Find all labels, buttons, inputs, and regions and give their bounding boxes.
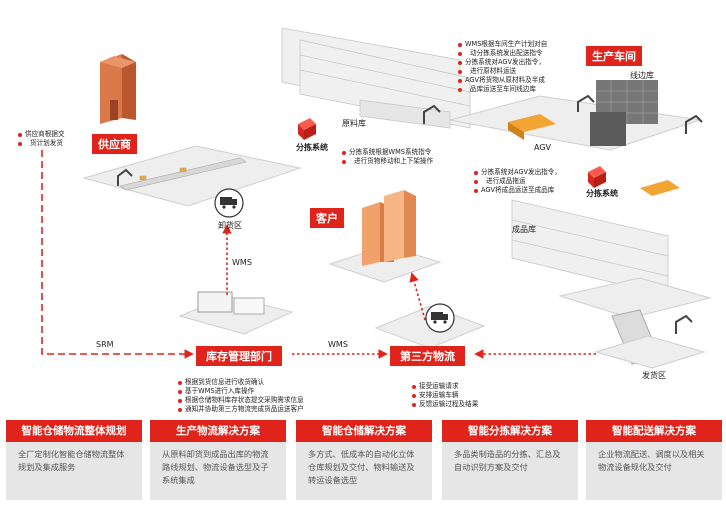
card-body: 多品类制造品的分拣、汇总及自动识别方案及交付 bbox=[454, 449, 561, 472]
note-item: AGV将成品运送至成品库 bbox=[474, 186, 561, 195]
truck-icon bbox=[214, 188, 244, 218]
logistics-tag: 第三方物流 bbox=[390, 346, 465, 366]
agv-finished-notes: 分拣系统对AGV发出指令， 进行成品拖运 AGV将成品运送至成品库 bbox=[474, 168, 561, 195]
supplier-notes: 供应商根据交 货计划发货 bbox=[18, 130, 65, 148]
ship-platform bbox=[558, 277, 712, 319]
note-item: WMS根据车间生产计划对自 bbox=[458, 40, 547, 49]
card-title: 智能配送解决方案 bbox=[586, 420, 722, 442]
wms-label: WMS bbox=[328, 340, 348, 349]
card-body: 全厂定制化智能仓储物流整体规划及集成服务 bbox=[18, 449, 125, 472]
card-title: 智能分拣解决方案 bbox=[442, 420, 578, 442]
note-item: 货计划发货 bbox=[18, 139, 65, 148]
sorting-system-label: 分拣系统 bbox=[586, 189, 618, 198]
note-item: 安排运输车辆 bbox=[412, 391, 478, 400]
sorting-system-label: 分拣系统 bbox=[296, 143, 328, 152]
solution-card: 智能仓储物流整体规划 全厂定制化智能仓储物流整体规划及集成服务 bbox=[6, 420, 142, 500]
srm-label: SRM bbox=[96, 340, 114, 349]
note-item: 供应商根据交 bbox=[18, 130, 65, 139]
supplier-building bbox=[100, 54, 136, 124]
unload-zone-label: 卸货区 bbox=[218, 221, 242, 230]
solution-card: 智能仓储解决方案 多方式、低成本的自动化立体仓库规划及交付、物料输送及转运设备选… bbox=[296, 420, 432, 500]
note-item: AGV将货物从原材料及半成 bbox=[458, 76, 547, 85]
note-item: 分拣系统对AGV发出指令， bbox=[474, 168, 561, 177]
sorting-system-icon bbox=[588, 166, 606, 188]
card-title: 生产物流解决方案 bbox=[150, 420, 286, 442]
note-item: 通知并协助第三方物流完成货品运送客户 bbox=[178, 405, 304, 414]
conveyor-line bbox=[119, 157, 247, 191]
line-warehouse-label: 线边库 bbox=[630, 71, 654, 80]
production-tag: 生产车间 bbox=[586, 46, 642, 66]
note-item: 品库运送至车间线边库 bbox=[458, 85, 547, 94]
robot-arm-icon bbox=[117, 94, 703, 334]
note-item: 进行原材料运送 bbox=[458, 67, 547, 76]
sorting-system-icon bbox=[298, 118, 316, 140]
solution-card: 生产物流解决方案 从原料卸货到成品出库的物流路线规划、物流设备选型及子系统集成 bbox=[150, 420, 286, 500]
note-item: 动分拣系统发出配送指令 bbox=[458, 49, 547, 58]
customer-tag: 客户 bbox=[310, 208, 344, 228]
card-title: 智能仓储物流整体规划 bbox=[6, 420, 142, 442]
wms-plan-notes: WMS根据车间生产计划对自 动分拣系统发出配送指令 分拣系统对AGV发出指令， … bbox=[458, 40, 547, 94]
finished-warehouse-label: 成品库 bbox=[512, 225, 536, 234]
note-item: 反馈运输过程及结果 bbox=[412, 400, 478, 409]
sort-move-notes: 分拣系统根据WMS系统指令 进行货物移动和上下架操作 bbox=[342, 148, 433, 166]
note-item: 分拣系统根据WMS系统指令 bbox=[342, 148, 433, 157]
production-platform bbox=[449, 95, 701, 151]
card-body: 企业物流配送、调度以及相关物流设备规化及交付 bbox=[598, 449, 705, 472]
customer-buildings bbox=[362, 190, 416, 266]
note-item: 进行货物移动和上下架操作 bbox=[342, 157, 433, 166]
inventory-notes: 根据到货信息进行收货确认 基于WMS进行入库操作 根据仓储物料库存状态提交采购需… bbox=[178, 378, 304, 414]
raw-warehouse-racks bbox=[281, 27, 471, 129]
solution-card: 智能分拣解决方案 多品类制造品的分拣、汇总及自动识别方案及交付 bbox=[442, 420, 578, 500]
unload-platform bbox=[82, 145, 302, 207]
flow-arrows bbox=[222, 224, 596, 359]
logistics-notes: 接受运输请求 安排运输车辆 反馈运输过程及结果 bbox=[412, 382, 478, 409]
note-item: 接受运输请求 bbox=[412, 382, 478, 391]
srm-arrow bbox=[41, 150, 194, 359]
inventory-tag: 库存管理部门 bbox=[196, 346, 282, 366]
agv-vehicles bbox=[508, 114, 680, 196]
raw-warehouse-label: 原料库 bbox=[342, 119, 366, 128]
note-item: 根据仓储物料库存状态提交采购需求信息 bbox=[178, 396, 304, 405]
truck-icon bbox=[425, 303, 455, 333]
note-item: 进行成品拖运 bbox=[474, 177, 561, 186]
card-title: 智能仓储解决方案 bbox=[296, 420, 432, 442]
note-item: 基于WMS进行入库操作 bbox=[178, 387, 304, 396]
card-body: 从原料卸货到成品出库的物流路线规划、物流设备选型及子系统集成 bbox=[162, 449, 269, 485]
note-item: 分拣系统对AGV发出指令， bbox=[458, 58, 547, 67]
supplier-tag: 供应商 bbox=[92, 134, 137, 154]
wms-label: WMS bbox=[232, 258, 252, 267]
solution-card: 智能配送解决方案 企业物流配送、调度以及相关物流设备规化及交付 bbox=[586, 420, 722, 500]
line-warehouse-rack bbox=[590, 80, 658, 146]
card-body: 多方式、低成本的自动化立体仓库规划及交付、物料输送及转运设备选型 bbox=[308, 449, 415, 485]
ship-zone-label: 发货区 bbox=[642, 371, 666, 380]
ship-platform-low bbox=[594, 335, 706, 369]
note-item: 根据到货信息进行收货确认 bbox=[178, 378, 304, 387]
agv-label: AGV bbox=[534, 143, 552, 152]
